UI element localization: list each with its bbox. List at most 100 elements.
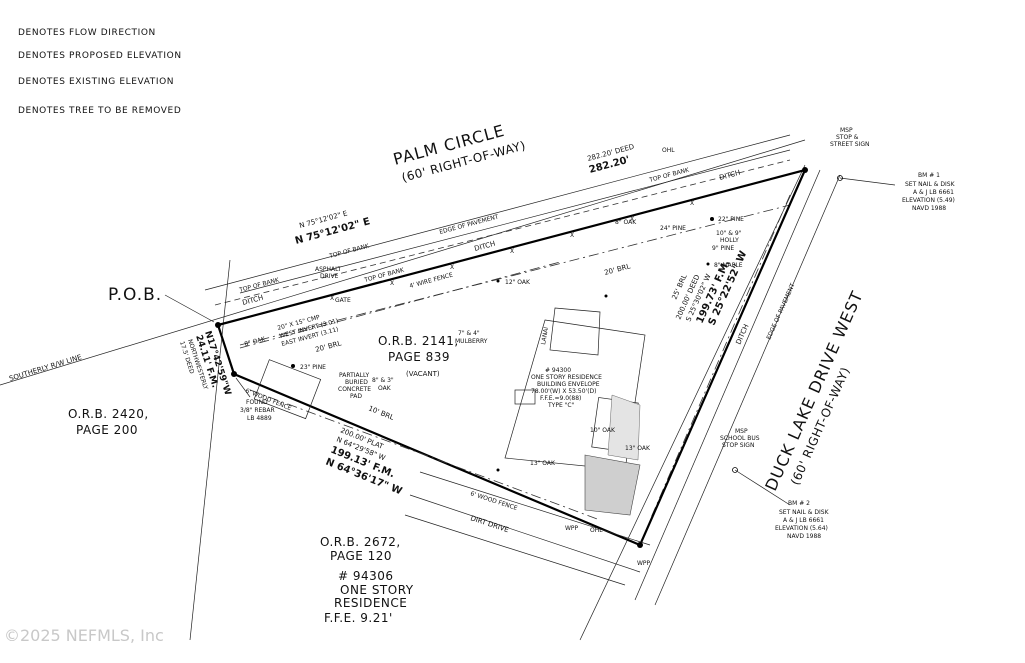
mulberry-label-2: MULBERRY [455,338,488,345]
duck-lake-west-edge [579,164,806,641]
pob-label: P.O.B. [108,285,162,305]
subject-page: PAGE 839 [388,350,450,364]
dirt-drive-label: DIRT DRIVE [469,514,509,534]
legend-flow: DENOTES FLOW DIRECTION [18,28,156,38]
bm1-title: BM # 1 [918,172,940,179]
south-lot: # 94306 [338,569,394,583]
svg-text:X: X [690,200,694,207]
edge-pavement-east: EDGE OF PAVEMENT [765,282,796,341]
top-bank-1: TOP OF BANK [328,242,371,260]
drive-label: DRIVE [320,273,339,280]
west-boundary-ext [189,259,231,641]
lb-label: LB 4889 [247,415,272,422]
bm1-l3: ELEVATION (5.49) [902,197,955,204]
brl-10-label: 10' BRL [367,404,395,421]
oak83-label-b: OAK [378,385,392,392]
gate-label: GATE [335,297,351,304]
pad-label-4: PAD [350,393,362,400]
house-type: TYPE "C" [547,402,575,409]
house-ffe: F.F.E.=9.0(88) [540,395,581,402]
misc-labels: FOUND 3/8" REBAR LB 4889 PARTIALLY BURIE… [235,127,870,567]
se-corner-point [637,542,643,548]
palm-north-edge [204,134,791,291]
holly-label: 10" & 9" [716,230,742,237]
bm2-l4: NAVD 1988 [787,533,821,540]
duck-lake-east-edge [654,174,841,606]
msp2: MSP [735,428,748,435]
watermark: ©2025 NEFMLS, Inc [4,626,164,645]
asphalt-label: ASPHALT [315,266,342,273]
pine24-label: 24" PINE [660,225,686,232]
south-orb: O.R.B. 2672, [320,535,401,549]
pine22-label: 22" PINE [718,216,744,223]
pob-point [215,322,221,328]
maple-label: 8" MAPLE [714,262,743,269]
ditch-north: DITCH [473,240,496,253]
tree-markers [291,217,714,472]
ditch-west: DITCH [241,294,264,307]
rebar-label: 3/8" REBAR [240,407,275,414]
wire-fence-label: 4' WIRE FENCE [409,272,454,290]
msp2b: SCHOOL BUS [720,435,760,442]
house-desc: ONE STORY RESIDENCE [531,374,602,381]
south-ffe: F.F.E. 9.21' [324,611,393,625]
house-dims: 78.00'(W) X 53.50'(D) [531,388,597,395]
south-desc1: ONE STORY [340,583,414,597]
benchmark-1: BM # 1 SET NAIL & DISK A & J LB 6661 ELE… [839,172,956,212]
duck-lake-pavement [634,169,821,601]
svg-text:X: X [330,295,334,302]
brl-20-north [239,204,791,346]
oak13-label: 13" OAK [530,460,556,467]
mulberry-label-1: 7" & 4" [458,330,480,337]
top-bank-4: TOP OF BANK [238,276,281,294]
legend-tree: DENOTES TREE TO BE REMOVED [18,106,181,116]
bm2-l2: A & J LB 6661 [783,517,824,524]
pob-leader [164,294,215,323]
edge-pavement-label: EDGE OF PAVEMENT [439,213,500,236]
wpp-label: WPP [565,525,579,532]
rebar-point [231,371,237,377]
southerly-row-label: SOUTHERLY R/W LINE [8,353,82,383]
brl-20-west [239,261,561,349]
svg-text:X: X [630,216,634,223]
holly2-label: HOLLY [720,237,739,244]
south-desc2: RESIDENCE [334,596,407,610]
house-envelope-label: BUILDING ENVELOPE [537,381,600,388]
brl-25-east [649,194,791,521]
msp1: MSP [840,127,853,134]
oak13b-label: 13" OAK [625,445,651,452]
legend-proposed: DENOTES PROPOSED ELEVATION [18,51,182,61]
bm1-l4: NAVD 1988 [912,205,946,212]
top-of-bank-north [214,159,791,306]
pad-label-3: CONCRETE [338,386,371,393]
west-orb: O.R.B. 2420, [68,407,149,421]
subject-parcel: O.R.B. 2141, PAGE 839 (VACANT) [378,334,459,378]
bm1-marker [837,175,843,181]
south-page: PAGE 120 [330,549,392,563]
svg-text:X: X [450,264,454,271]
ne-corner-point [802,167,808,173]
west-page: PAGE 200 [76,423,138,437]
oak12-label: 12" OAK [505,279,531,286]
svg-text:X: X [510,248,514,255]
bm2-l1: SET NAIL & DISK [779,509,830,516]
pad-label-2: BURIED [345,379,368,386]
oak83-label-a: 8" & 3" [372,377,394,384]
brl-10-south [249,389,601,521]
oak8top-label: 8" OAK [615,219,637,226]
south-parcel: O.R.B. 2672, PAGE 120 # 94306 ONE STORY … [320,535,414,625]
oak10-label: 10" OAK [590,427,616,434]
ohl-south: OHL [590,527,603,534]
subject-status: (VACANT) [406,370,440,378]
house-lot: # 94300 [545,367,571,374]
bm2-title: BM # 2 [788,500,810,507]
svg-text:X: X [570,232,574,239]
benchmark-2: BM # 2 SET NAIL & DISK A & J LB 6661 ELE… [734,469,830,540]
subject-orb: O.R.B. 2141, [378,334,459,348]
brl-20-west-label: 20' BRL [314,339,342,354]
found-label: FOUND [246,399,268,406]
bm2-l3: ELEVATION (5.64) [775,525,828,532]
msp1b: STOP & [836,134,859,141]
lanai-label: LANAI [540,326,550,345]
